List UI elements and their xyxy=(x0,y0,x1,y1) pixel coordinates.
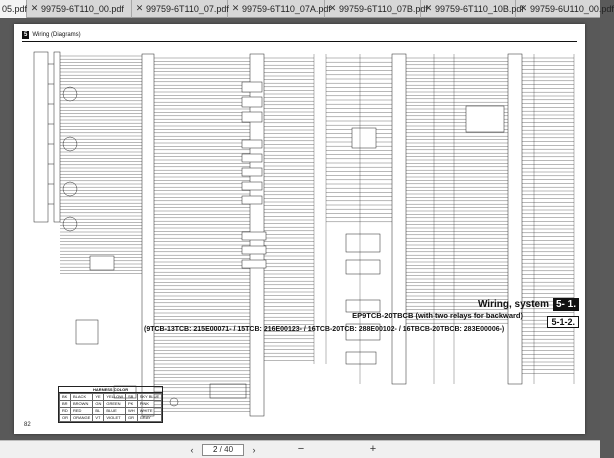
wiring-diagram xyxy=(33,51,575,417)
legend-cell: BLUE xyxy=(103,407,127,415)
tab-6t110-07b[interactable]: ✕ 99759-6T110_07B.pdf xyxy=(325,0,428,18)
wiring-system-heading: Wiring, system 5- 1. xyxy=(478,298,579,311)
close-icon[interactable]: ✕ xyxy=(135,3,144,13)
tab-bar: 05.pdf ✕ 99759-6T110_00.pdf ✕ 99759-6T11… xyxy=(0,0,614,18)
header-rule xyxy=(22,41,577,42)
tab-6u110-00[interactable]: ✕ 99759-6U110_00.pdf xyxy=(516,0,614,18)
pdf-page: 5 Wiring (Diagrams) xyxy=(14,24,585,434)
legend-cell: BL xyxy=(92,407,105,415)
tab-6t110-07a[interactable]: ✕ 99759-6T110_07A.pdf xyxy=(228,0,331,18)
serial-range: (9TCB-13TCB: 215E00071- / 15TCB: 216E001… xyxy=(144,326,505,333)
section-number-secondary: 5-1-2. xyxy=(547,316,579,328)
legend-cell: BROWN xyxy=(69,400,94,408)
zoom-out-icon[interactable]: − xyxy=(297,443,305,455)
legend-cell: YELLOW xyxy=(103,393,127,401)
legend-cell: WH xyxy=(125,407,138,415)
tab-label: 05.pdf xyxy=(2,4,28,14)
legend-cell: GRAY xyxy=(136,414,163,422)
legend-cell: ORANGE xyxy=(69,414,94,422)
next-page-icon[interactable]: › xyxy=(252,445,256,455)
page-number-input[interactable]: 2 / 40 xyxy=(202,444,244,456)
close-icon[interactable]: ✕ xyxy=(30,3,39,13)
current-page: 2 xyxy=(212,445,218,454)
close-icon[interactable]: ✕ xyxy=(231,3,240,13)
tab-6t110-00[interactable]: ✕ 99759-6T110_00.pdf xyxy=(27,0,132,18)
section-number-primary: 5- 1. xyxy=(552,298,579,311)
tab-label: 99759-6T110_10B.pdf xyxy=(435,4,524,14)
tab-05[interactable]: 05.pdf xyxy=(0,0,27,18)
legend-cell: WHITE xyxy=(136,407,163,415)
legend-cell: BR xyxy=(59,400,71,408)
page-number: 82 xyxy=(24,422,31,428)
section-badge: 5 xyxy=(22,31,30,39)
tab-label: 99759-6T110_00.pdf xyxy=(41,4,124,14)
legend-cell: PINK xyxy=(136,400,163,408)
legend-title: HARNESS COLOR xyxy=(59,387,163,393)
legend-cell: SKY BLUE xyxy=(136,393,163,401)
tab-6t110-07[interactable]: ✕ 99759-6T110_07.pdf xyxy=(132,0,229,18)
legend-cell: VT xyxy=(92,414,105,422)
close-icon[interactable]: ✕ xyxy=(328,3,337,13)
legend-cell: GR xyxy=(125,414,138,422)
tab-label: 99759-6U110_00.pdf xyxy=(530,4,614,14)
legend-cell: VIOLET xyxy=(103,414,127,422)
title-block: Wiring, system 5- 1. xyxy=(478,298,579,311)
document-viewer[interactable]: 5 Wiring (Diagrams) xyxy=(0,18,600,440)
status-bar: ‹ 2 / 40 › − + xyxy=(0,440,600,458)
close-icon[interactable]: ✕ xyxy=(519,3,528,13)
legend-cell: GREEN xyxy=(103,400,127,408)
legend-cell: YE xyxy=(92,393,105,401)
close-icon[interactable]: ✕ xyxy=(424,3,433,13)
legend-cell: OR xyxy=(59,414,71,422)
legend-cell: SB xyxy=(125,393,138,401)
section-title: Wiring (Diagrams) xyxy=(32,32,81,38)
tab-label: 99759-6T110_07B.pdf xyxy=(339,4,428,14)
tab-6t110-10b[interactable]: ✕ 99759-6T110_10B.pdf xyxy=(421,0,524,18)
page-header: 5 Wiring (Diagrams) xyxy=(22,30,81,40)
tab-label: 99759-6T110_07A.pdf xyxy=(242,4,331,14)
legend-cell: RD xyxy=(59,407,71,415)
tab-label: 99759-6T110_07.pdf xyxy=(146,4,229,14)
previous-page-icon[interactable]: ‹ xyxy=(190,445,194,455)
wiring-title: Wiring, system xyxy=(477,299,549,310)
legend-cell: BLACK xyxy=(69,393,94,401)
legend-cell: RED xyxy=(69,407,94,415)
page-navigation: ‹ 2 / 40 › xyxy=(186,443,260,457)
model-line: EP9TCB-20TBCB (with two relays for backw… xyxy=(352,311,523,320)
legend-cell: BK xyxy=(59,393,71,401)
total-pages: / 40 xyxy=(219,445,234,454)
zoom-in-icon[interactable]: + xyxy=(369,443,377,455)
legend-cell: GN xyxy=(92,400,105,408)
legend-cell: PK xyxy=(125,400,138,408)
